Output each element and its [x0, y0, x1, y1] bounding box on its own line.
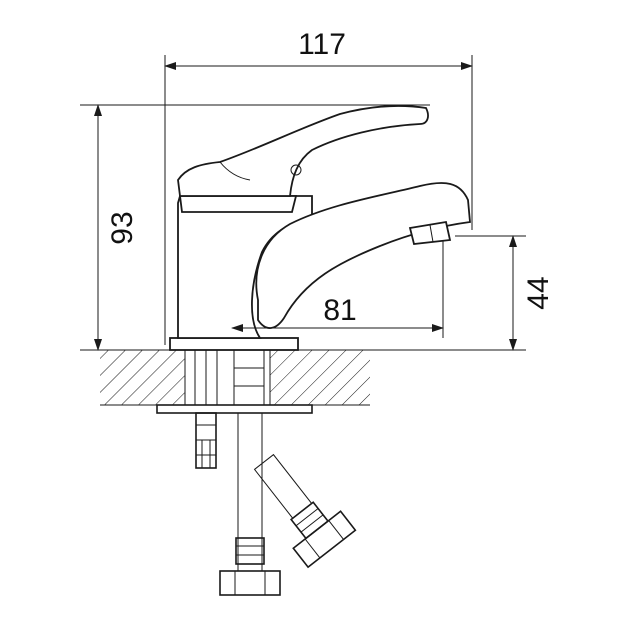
- mounting-plate: [156, 404, 313, 414]
- dimension-label-93: 93: [106, 211, 139, 244]
- dimension-label-81: 81: [323, 294, 356, 327]
- braided-hose-angled: [253, 453, 357, 569]
- dimension-reach-81: 81: [231, 240, 444, 338]
- dimension-label-44: 44: [522, 276, 555, 309]
- faucet-body: [169, 105, 471, 351]
- dimension-width-117: 117: [164, 28, 473, 345]
- dimension-height-44: 44: [370, 235, 555, 351]
- dimension-height-93: 93: [80, 104, 430, 351]
- braided-hose-straight: [219, 412, 281, 596]
- threaded-stud: [195, 412, 217, 469]
- countertop-section: [100, 348, 370, 408]
- dimension-label-117: 117: [298, 28, 346, 61]
